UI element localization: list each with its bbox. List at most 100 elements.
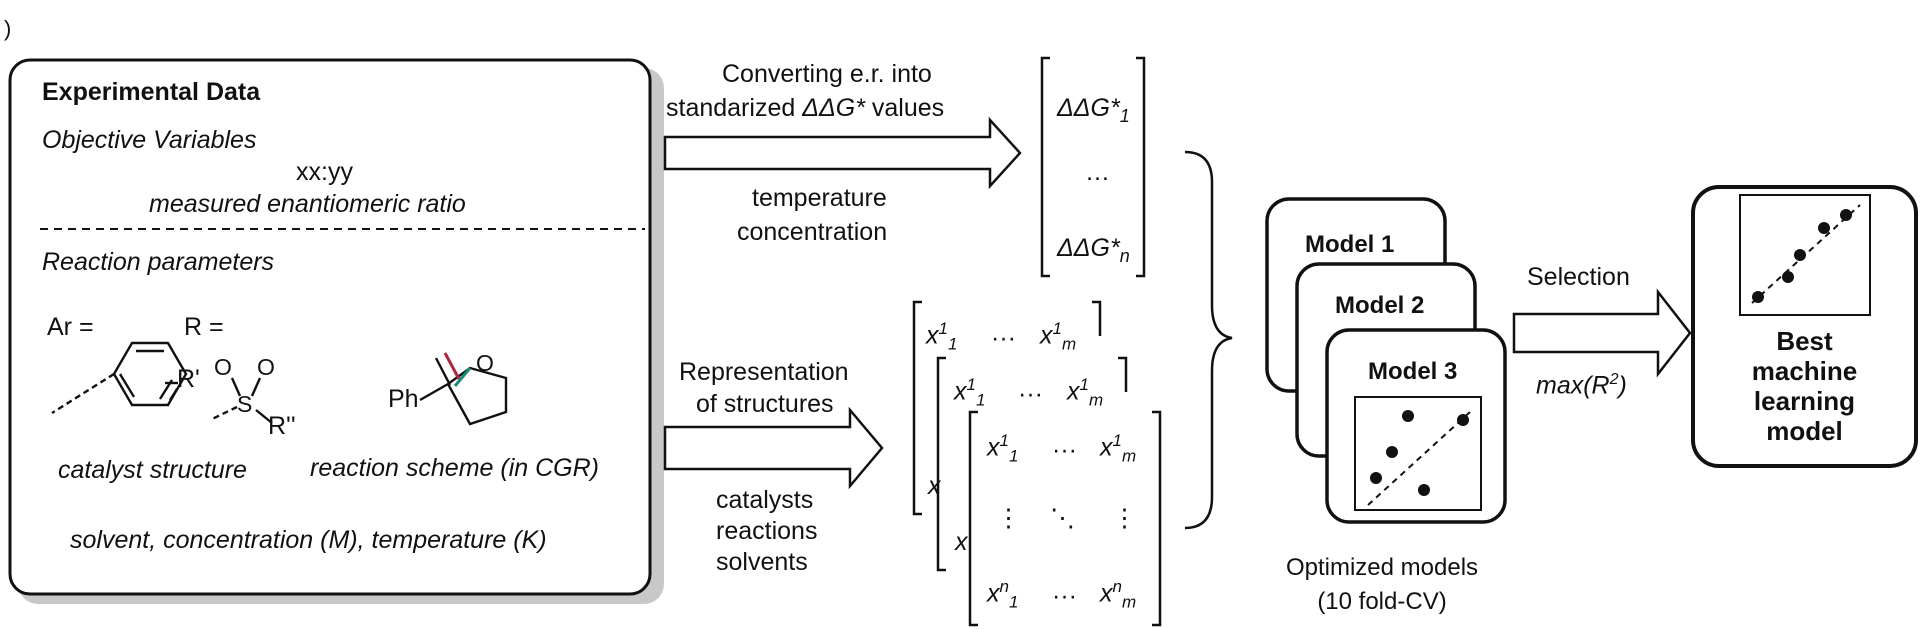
mb-x11-x: x [926, 321, 939, 350]
matrix-front-x11: x11 [987, 432, 1018, 464]
selection-label: Selection [1527, 263, 1630, 291]
convert-line1: Converting e.r. into [722, 60, 932, 88]
temperature-label: temperature [752, 184, 887, 212]
criterion-sup: 2 [1609, 371, 1619, 388]
matrix-back-brackets [912, 300, 1102, 516]
mf-xn1-x: x [987, 579, 1000, 608]
matrix-front-hdots-top: ··· [1052, 436, 1077, 464]
matrix-front-bg [960, 412, 1160, 622]
mf-x1m-sub: m [1121, 446, 1137, 466]
exp-title: Experimental Data [42, 78, 261, 106]
selection-arrow [1512, 288, 1692, 378]
cgr-structure [419, 352, 508, 426]
r2-substituent: R'' [268, 412, 296, 440]
matrix-mid-x-left: x [955, 528, 968, 556]
matrix-mid-x1m: x1m [1067, 376, 1103, 408]
matrix-mid-brackets [936, 356, 1128, 572]
reaction-heading: Reaction parameters [42, 248, 275, 276]
model-2-label: Model 2 [1335, 292, 1425, 319]
ar-label: Ar = [47, 313, 94, 341]
mm-x1m-x: x [1067, 377, 1080, 406]
reactions-label: reactions [716, 517, 818, 545]
dg-top-sub: 1 [1119, 106, 1130, 126]
matrix-front-vdots-right: ⋮ [1112, 504, 1137, 532]
ratio-caption: measured enantiomeric ratio [149, 190, 466, 218]
matrix-front-brackets [968, 410, 1162, 627]
ratio-value: xx:yy [296, 158, 353, 186]
mf-x11-sub: 1 [1008, 446, 1019, 466]
matrix-back-x1m: x1m [1040, 320, 1076, 352]
ring-oxygen: O [476, 350, 494, 376]
best-line3: learning [1753, 386, 1856, 416]
aryl-ring-structure [51, 341, 188, 415]
mm-x1m-sup: 1 [1079, 375, 1089, 394]
exp-panel [8, 58, 652, 596]
dg-top-entry: ΔΔG*1 [1057, 94, 1130, 126]
representation-line2: of structures [696, 390, 834, 418]
matrix-mid-hdots: ··· [1018, 380, 1043, 408]
model-1-label: Model 1 [1305, 231, 1395, 258]
mf-xn1-sup: n [999, 577, 1009, 596]
catalyst-caption: catalyst structure [58, 456, 247, 484]
convert-line2-post: values [864, 94, 945, 122]
model-3-scatter-plot [1354, 396, 1482, 511]
matrix-front-xn1: xn1 [987, 578, 1018, 610]
dg-vector-brackets [1040, 56, 1146, 278]
dg-bot-sub: n [1119, 246, 1130, 266]
matrix-back-x11: x11 [926, 320, 957, 352]
dg-mid-entry: … [1085, 158, 1110, 186]
cv-caption: (10 fold-CV) [1317, 588, 1447, 615]
matrix-mid-x11: x11 [954, 376, 985, 408]
matrix-back-x-left: x [928, 472, 941, 500]
mf-x1m-sup: 1 [1112, 431, 1122, 450]
model-3-label: Model 3 [1368, 358, 1458, 385]
r1-substituent: R' [177, 365, 200, 393]
representation-arrow [663, 406, 884, 490]
scheme-caption: reaction scheme (in CGR) [310, 454, 599, 482]
representation-line1: Representation [679, 358, 849, 386]
mm-x11-sup: 1 [966, 375, 976, 394]
mm-x1m-sub: m [1088, 390, 1104, 410]
convert-line2: standarized ΔΔG* values [666, 96, 944, 121]
matrix-back-hdots: ··· [991, 324, 1016, 352]
mm-x11-x: x [954, 377, 967, 406]
dg-bottom-entry: ΔΔG*n [1057, 236, 1130, 266]
dg-top-base: ΔΔG* [1057, 94, 1120, 122]
solvents-label: solvents [716, 548, 808, 576]
convert-line2-symbol: ΔΔG* [802, 94, 865, 122]
criterion-pre: max(R [1536, 371, 1610, 400]
mf-x1m-x: x [1100, 433, 1113, 462]
mf-x11-sup: 1 [999, 431, 1009, 450]
mb-x1m-sup: 1 [1052, 319, 1062, 338]
best-line1: Best [1776, 326, 1833, 356]
catalysts-label: catalysts [716, 486, 814, 514]
optimized-models-caption: Optimized models [1285, 554, 1479, 581]
convert-line2-pre: standarized [666, 94, 803, 122]
selection-criterion: max(R2) [1536, 372, 1627, 398]
mb-x1m-sub: m [1061, 334, 1077, 354]
best-line2: machine [1751, 356, 1858, 386]
matrix-front-xnm: xnm [1100, 578, 1136, 610]
mf-xnm-sub: m [1121, 592, 1137, 612]
merge-brace [1184, 150, 1233, 530]
mm-x11-sub: 1 [975, 390, 986, 410]
mb-x11-sub: 1 [947, 334, 958, 354]
concentration-label: concentration [737, 218, 888, 246]
conditions-line: solvent, concentration (M), temperature … [70, 526, 547, 554]
sulfonyl-o-right: O [257, 354, 275, 380]
sulfonyl-s: S [237, 391, 253, 417]
mf-xn1-sub: 1 [1008, 592, 1019, 612]
best-model-scatter-plot [1739, 194, 1871, 316]
matrix-front-ddots: ⋱ [1050, 504, 1075, 532]
matrix-front-vdots-left: ⋮ [996, 504, 1021, 532]
best-line4: model [1766, 416, 1843, 446]
mf-xnm-sup: n [1112, 577, 1122, 596]
r-label: R = [184, 313, 224, 341]
panel-label: ) [4, 16, 12, 41]
mf-x11-x: x [987, 433, 1000, 462]
objective-heading: Objective Variables [42, 126, 257, 154]
sulfonyl-structure [209, 377, 273, 424]
matrix-front-x1m: x1m [1100, 432, 1136, 464]
sulfonyl-o-left: O [214, 354, 232, 380]
